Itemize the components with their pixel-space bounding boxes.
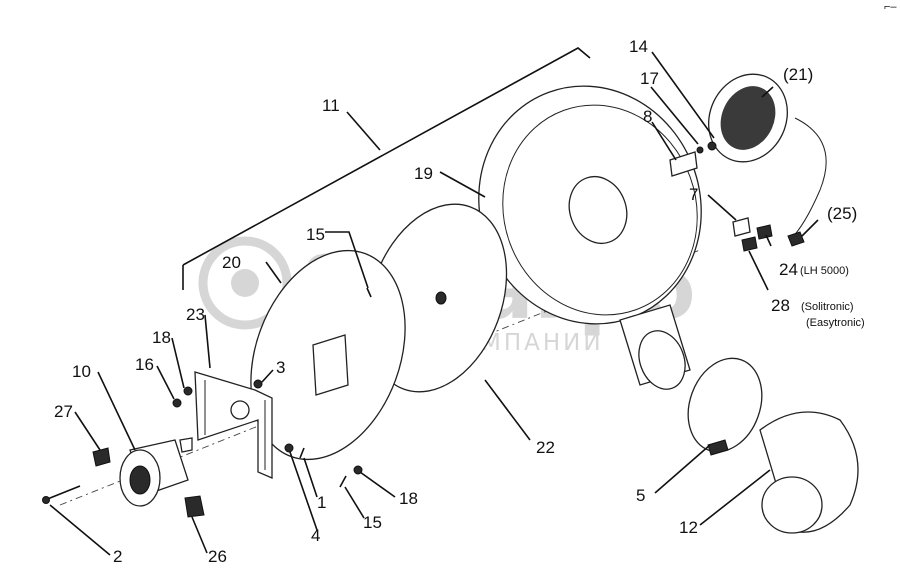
callout-18-bottom: 18 [399,489,418,508]
watermark-logo-dot [231,269,259,297]
callout-15-top: 15 [306,225,325,244]
leader-lines [49,51,819,556]
callout-5: 5 [636,486,645,505]
bracket-8 [669,151,698,177]
callout-17: 17 [640,69,659,88]
screw-15b [339,475,347,488]
callout-23: 23 [186,305,205,324]
callout-1: 1 [317,493,326,512]
disc-hub [435,291,447,305]
front-plate-cutout [312,334,349,396]
sensor-28 [741,236,758,252]
clamp-ring [687,357,763,453]
callout-7: 7 [689,185,698,204]
callout-25: (25) [827,204,857,223]
callout-8: 8 [643,107,652,126]
mounting-bracket [194,371,273,479]
callout-14: 14 [629,37,648,56]
callout-15-bottom: 15 [363,513,382,532]
callout-16: 16 [135,355,154,374]
washer-17 [696,146,704,154]
callout-12: 12 [679,518,698,537]
callout-28: 28 [771,296,790,315]
callout-3: 3 [276,358,285,377]
callout-21: (21) [783,65,813,84]
clip-26 [184,495,205,518]
callout-4: 4 [311,526,320,545]
callout-labels: 11 14 17 (21) 8 19 7 (25) 15 20 24 (LH 5… [54,37,865,566]
fan-housing [478,85,702,390]
corner-mark: ⌐– [884,1,897,13]
callout-22: 22 [536,438,555,457]
callout-11: 11 [322,96,340,115]
callout-18-top: 18 [152,328,171,347]
duct [759,411,859,534]
sensor-24 [756,224,773,240]
callout-24-note: (LH 5000) [800,265,849,277]
callout-10: 10 [72,362,91,381]
nut-18 [183,386,193,396]
nut-4 [284,443,294,453]
callout-20: 20 [222,253,241,272]
callout-24: 24 [779,260,798,279]
motor [119,437,193,507]
bolt-2 [44,485,81,501]
cable-25 [789,117,827,241]
assembly-11-bracket [182,47,591,290]
callout-2: 2 [113,547,122,566]
bracket-7 [732,217,751,237]
callout-26: 26 [208,547,227,566]
callout-28-note-2: (Easytronic) [806,317,865,329]
callout-19: 19 [414,164,433,183]
nut-3 [253,379,263,389]
screw-1 [299,447,305,459]
bolt-14 [707,141,717,151]
callout-27: 27 [54,402,73,421]
washer-16 [172,398,182,408]
grille-plate [708,73,788,163]
connector-27 [92,447,111,467]
callout-28-note-1: (Solitronic) [801,301,854,313]
housing-inlet [568,175,628,245]
screw-15a [366,287,372,298]
